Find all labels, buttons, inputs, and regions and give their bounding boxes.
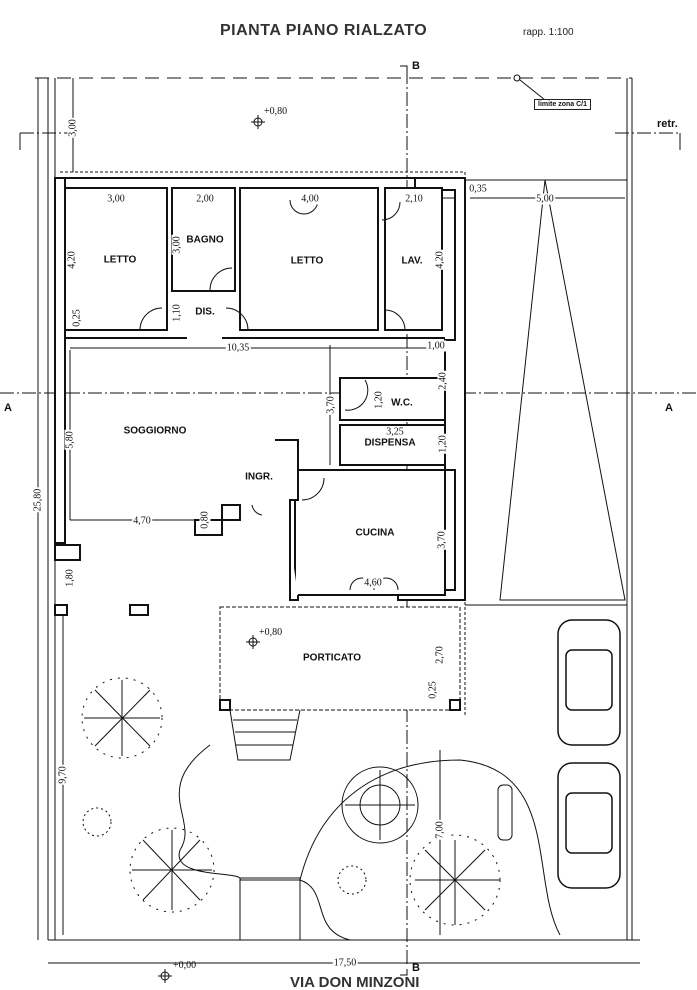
dim-label: 4,70 (132, 515, 152, 527)
room-letto-2: LETTO (290, 255, 324, 267)
dim-label: 2,70 (434, 645, 446, 665)
dim-label: 3,00 (67, 118, 79, 138)
room-soggiorno: SOGGIORNO (123, 425, 187, 437)
room-cucina: CUCINA (355, 527, 395, 539)
dim-label: 1,10 (171, 303, 183, 323)
dim-label: 3,00 (106, 193, 126, 205)
level-markers (158, 115, 265, 983)
trees (81, 677, 513, 926)
parked-cars (557, 619, 621, 889)
scale-label: rapp. 1:100 (523, 27, 574, 38)
dim-label: 3,70 (436, 530, 448, 550)
dim-label: 2,00 (195, 193, 215, 205)
street-name: VIA DON MINZONI (290, 974, 420, 990)
dim-label: 2,10 (404, 193, 424, 205)
dim-label: 4,20 (434, 250, 446, 270)
dim-label: 3,00 (171, 235, 183, 255)
tree-icon (409, 834, 501, 926)
dim-label: 0,80 (199, 510, 211, 530)
dim-label: 10,35 (225, 342, 251, 354)
room-porticato: PORTICATO (303, 652, 361, 664)
room-lav: LAV. (401, 255, 423, 267)
dim-label: 0,25 (427, 680, 439, 700)
dim-label: 17,50 (332, 957, 358, 969)
dim-label: 4,60 (363, 577, 383, 589)
tree-icon (81, 677, 163, 759)
dim-label: 0,25 (71, 308, 83, 328)
tree-icon (129, 827, 215, 913)
room-dis: DIS. (195, 306, 215, 318)
section-a-right: A (665, 402, 673, 414)
dim-label: 1,20 (373, 390, 385, 410)
page-title: PIANTA PIANO RIALZATO (220, 22, 428, 39)
room-letto-1: LETTO (103, 254, 137, 266)
dim-label: 7,00 (434, 820, 446, 840)
room-wc: W.C. (391, 397, 413, 409)
dim-label: 1,20 (437, 434, 449, 454)
room-ingresso: INGR. (245, 471, 273, 483)
dim-label: 9,70 (57, 765, 69, 785)
dim-label: 0,35 (468, 183, 488, 195)
dim-label: 3,25 (385, 426, 405, 438)
roof-outline (499, 179, 626, 601)
tree-icon (341, 766, 419, 844)
section-b-bottom: B (412, 962, 420, 974)
house-walls (54, 177, 466, 711)
dim-label: 4,20 (66, 250, 78, 270)
shrub-icon (337, 865, 367, 895)
dim-label: 4,00 (300, 193, 320, 205)
section-b-top: B (412, 60, 420, 72)
dim-label: 25,80 (32, 487, 44, 513)
dim-label: 5,80 (64, 430, 76, 450)
motorbike-icon (497, 784, 513, 841)
level-street: +0,00 (173, 960, 197, 971)
dim-label: 1,00 (426, 340, 446, 352)
level-porch: +0,80 (259, 627, 283, 638)
room-bagno: BAGNO (186, 234, 224, 246)
shrub-icon (82, 807, 112, 837)
section-a-left: A (4, 402, 12, 414)
dim-label: 1,80 (64, 568, 76, 588)
room-dispensa: DISPENSA (364, 437, 416, 449)
level-top: +0,80 (264, 106, 288, 117)
dim-label: 3,70 (325, 395, 337, 415)
dim-label: 2,40 (437, 371, 449, 391)
entrance-steps (178, 709, 561, 941)
zone-limit-label: limite zona C/1 (534, 99, 592, 110)
dim-label: 5,00 (535, 193, 555, 205)
retreat-label: retr. (657, 118, 678, 130)
